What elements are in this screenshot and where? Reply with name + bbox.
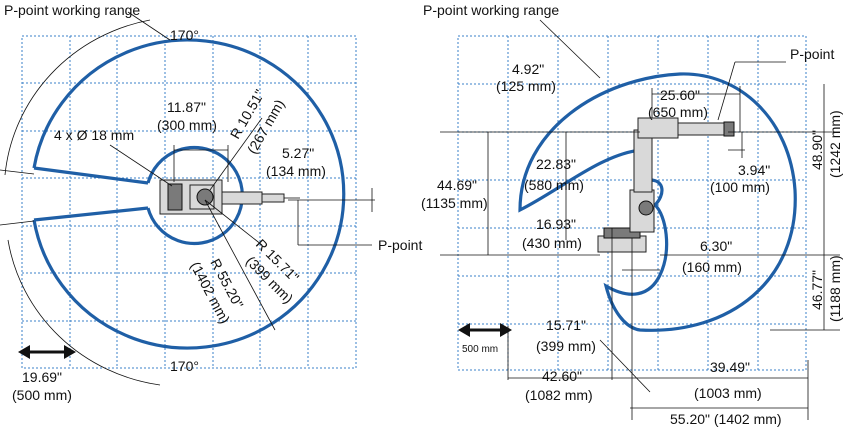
left-dim-tool-in: 5.27": [282, 145, 314, 161]
left-dim-base-width-in: 11.87": [167, 99, 206, 115]
left-grid: [21, 35, 357, 369]
right-dim-j-in: 15.71": [546, 317, 586, 333]
right-dim-g-mm: (430 mm): [522, 235, 582, 251]
right-dim-l-mm: (1003 mm): [694, 385, 762, 401]
right-dim-e-mm: (100 mm): [710, 179, 770, 195]
right-dim-b-mm: (650 mm): [648, 104, 708, 120]
right-dim-e-in: 3.94": [738, 162, 770, 178]
right-dim-c-mm: (1242 mm): [827, 110, 843, 178]
right-dim-b-in: 25.60": [660, 87, 700, 103]
right-dim-i-mm: (1188 mm): [827, 255, 843, 322]
right-dim-l-in: 39.49": [710, 359, 750, 375]
left-p-point-label: P-point: [378, 237, 422, 253]
right-dim-h-in: 6.30": [700, 238, 732, 254]
right-dim-f-mm: (1135 mm): [421, 195, 488, 211]
right-working-range-label: P-point working range: [423, 2, 559, 18]
left-angle-bottom: 170°: [170, 358, 199, 374]
right-dim-k-mm: (1082 mm): [525, 387, 593, 403]
right-dim-g-in: 16.93": [536, 216, 576, 232]
left-scale-mm: (500 mm): [12, 387, 72, 403]
right-scale-arrow: [458, 323, 512, 337]
left-working-range-label: P-point working range: [4, 2, 140, 18]
right-dim-i-in: 46.77": [809, 270, 825, 310]
right-dim-a-in: 4.92": [512, 61, 544, 77]
left-dim-tool-mm: (134 mm): [266, 163, 326, 179]
right-dim-m: 55.20" (1402 mm): [670, 411, 782, 427]
right-p-point-label: P-point: [790, 46, 834, 62]
left-dim-base-width-mm: (300 mm): [157, 117, 217, 133]
left-outer-range-arc: [32, 38, 346, 350]
right-dim-d-in: 22.83": [536, 156, 576, 172]
right-dim-d-mm: (580 mm): [524, 177, 584, 193]
left-robot-top-view: [159, 179, 300, 215]
right-dim-c-in: 48.90": [809, 130, 825, 170]
right-dim-j-mm: (399 mm): [536, 338, 596, 354]
right-dim-h-mm: (160 mm): [682, 259, 742, 275]
left-scale-arrow: [18, 345, 76, 359]
right-scale-label: 500 mm: [462, 344, 498, 355]
left-scale-in: 19.69": [22, 369, 62, 385]
right-robot-side-view: [597, 117, 735, 253]
left-angle-top: 170°: [170, 27, 199, 43]
right-dim-a-mm: (125 mm): [496, 78, 556, 94]
left-holes-label: 4 x Ø 18 mm: [54, 127, 134, 143]
right-dim-f-in: 44.69": [437, 177, 477, 193]
right-dim-k-in: 42.60": [542, 368, 582, 384]
